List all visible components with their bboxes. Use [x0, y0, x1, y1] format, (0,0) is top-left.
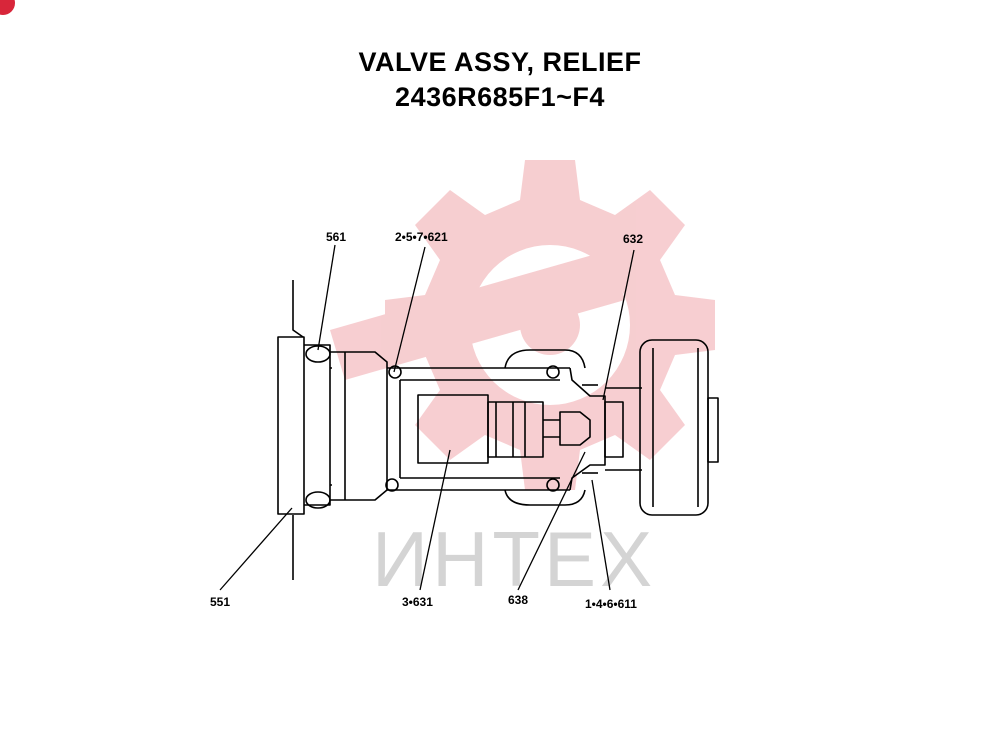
- callout-632: 632: [623, 232, 643, 246]
- callout-638: 638: [508, 593, 528, 607]
- part-number: 2436R685F1~F4: [395, 82, 605, 112]
- callout-2-5-7-621: 2•5•7•621: [395, 230, 448, 244]
- callout-3-631: 3•631: [402, 595, 433, 609]
- callout-561: 561: [326, 230, 346, 244]
- watermark-text: ИНТЕХ: [372, 515, 656, 603]
- callout-1-4-6-611: 1•4•6•611: [585, 597, 637, 611]
- corner-badge: [0, 0, 15, 15]
- leader-lines: [219, 244, 635, 591]
- valve-drawing: [277, 280, 719, 580]
- callout-551: 551: [210, 595, 230, 609]
- diagram-title: VALVE ASSY, RELIEF: [358, 47, 642, 77]
- gear-logo-icon: [330, 160, 715, 490]
